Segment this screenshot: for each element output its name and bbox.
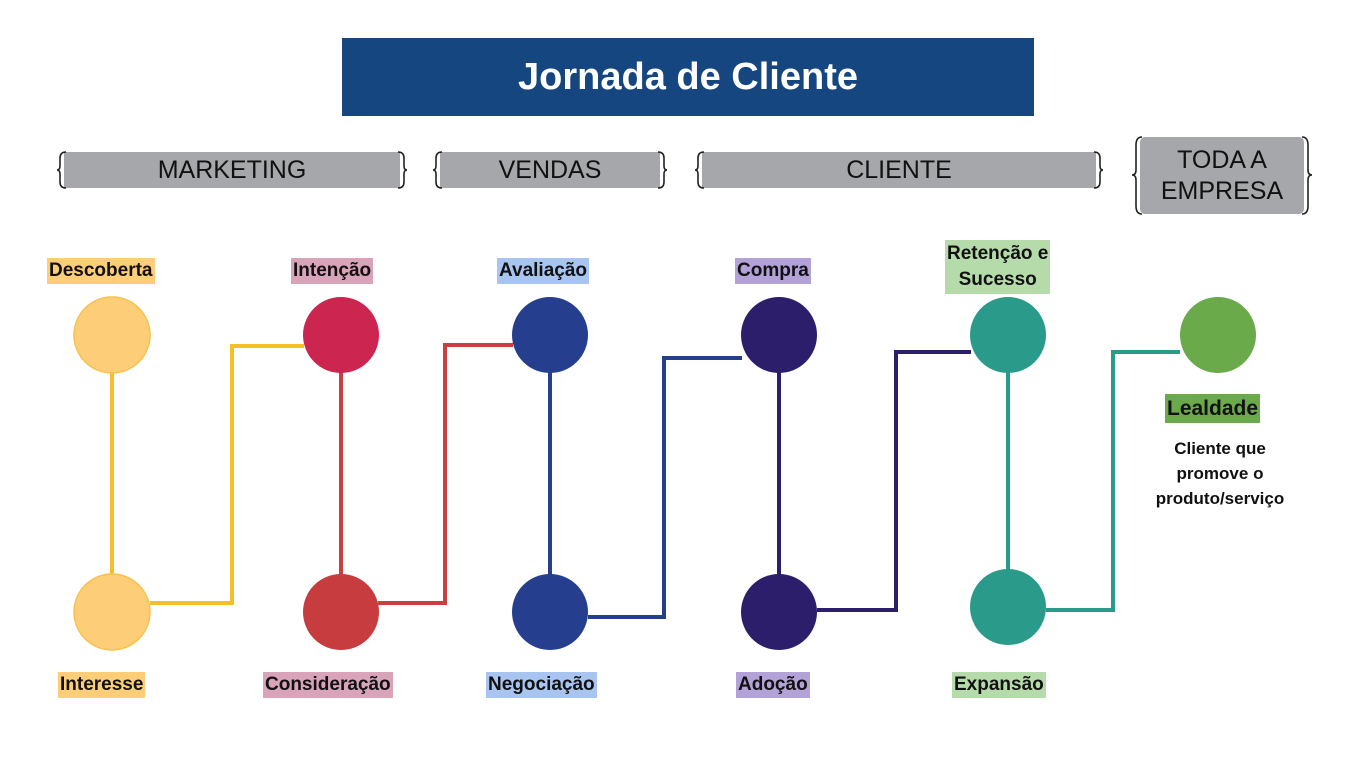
node-lealdade <box>1180 297 1256 373</box>
label-retencao: Retenção e Sucesso <box>945 240 1051 294</box>
phase-vendas-label: VENDAS <box>498 155 602 184</box>
node-avaliacao <box>512 297 588 373</box>
node-retencao <box>970 297 1046 373</box>
connector-expansao-lealdade <box>1046 350 1180 612</box>
node-negociacao <box>512 574 588 650</box>
node-expansao <box>970 569 1046 645</box>
node-interesse <box>73 573 151 651</box>
node-intencao <box>303 297 379 373</box>
phase-cliente-label: CLIENTE <box>846 155 952 184</box>
connector-consideracao-avaliacao <box>378 343 513 605</box>
brace-decoration <box>56 136 1313 215</box>
node-compra <box>741 297 817 373</box>
label-avaliacao: Avaliação <box>497 258 590 284</box>
connector-negociacao-compra <box>588 356 742 619</box>
connector-interesse-intencao <box>150 344 304 605</box>
lealdade-description-line1: Cliente que <box>1174 439 1266 458</box>
phase-toda-a-empresa: TODA A EMPRESA <box>1140 137 1304 214</box>
connector-adocao-retencao <box>817 350 971 612</box>
node-adocao <box>741 574 817 650</box>
phase-marketing: MARKETING <box>64 152 400 188</box>
lealdade-description-line2: promove o <box>1176 464 1264 483</box>
phase-vendas: VENDAS <box>440 152 660 188</box>
label-consideracao: Consideração <box>263 672 393 698</box>
lealdade-description-line3: produto/serviço <box>1155 489 1285 508</box>
label-expansao: Expansão <box>952 672 1046 698</box>
lealdade-description: Cliente que promove o produto/serviço <box>1135 436 1305 511</box>
phase-marketing-label: MARKETING <box>157 155 307 184</box>
label-retencao-line2: Sucesso <box>958 269 1037 290</box>
label-descoberta: Descoberta <box>47 258 155 284</box>
phase-toda-a-empresa-line2: EMPRESA <box>1160 176 1284 205</box>
node-consideracao <box>303 574 379 650</box>
label-retencao-line1: Retenção e <box>947 243 1049 264</box>
label-lealdade: Lealdade <box>1165 394 1261 423</box>
label-intencao: Intenção <box>291 258 374 284</box>
node-descoberta <box>73 296 151 374</box>
page-title: Jornada de Cliente <box>342 38 1034 116</box>
label-interesse: Interesse <box>58 672 146 698</box>
phase-toda-a-empresa-line1: TODA A <box>1177 145 1267 174</box>
label-compra: Compra <box>735 258 811 284</box>
label-adocao: Adoção <box>736 672 810 698</box>
label-negociacao: Negociação <box>486 672 597 698</box>
phase-cliente: CLIENTE <box>702 152 1096 188</box>
